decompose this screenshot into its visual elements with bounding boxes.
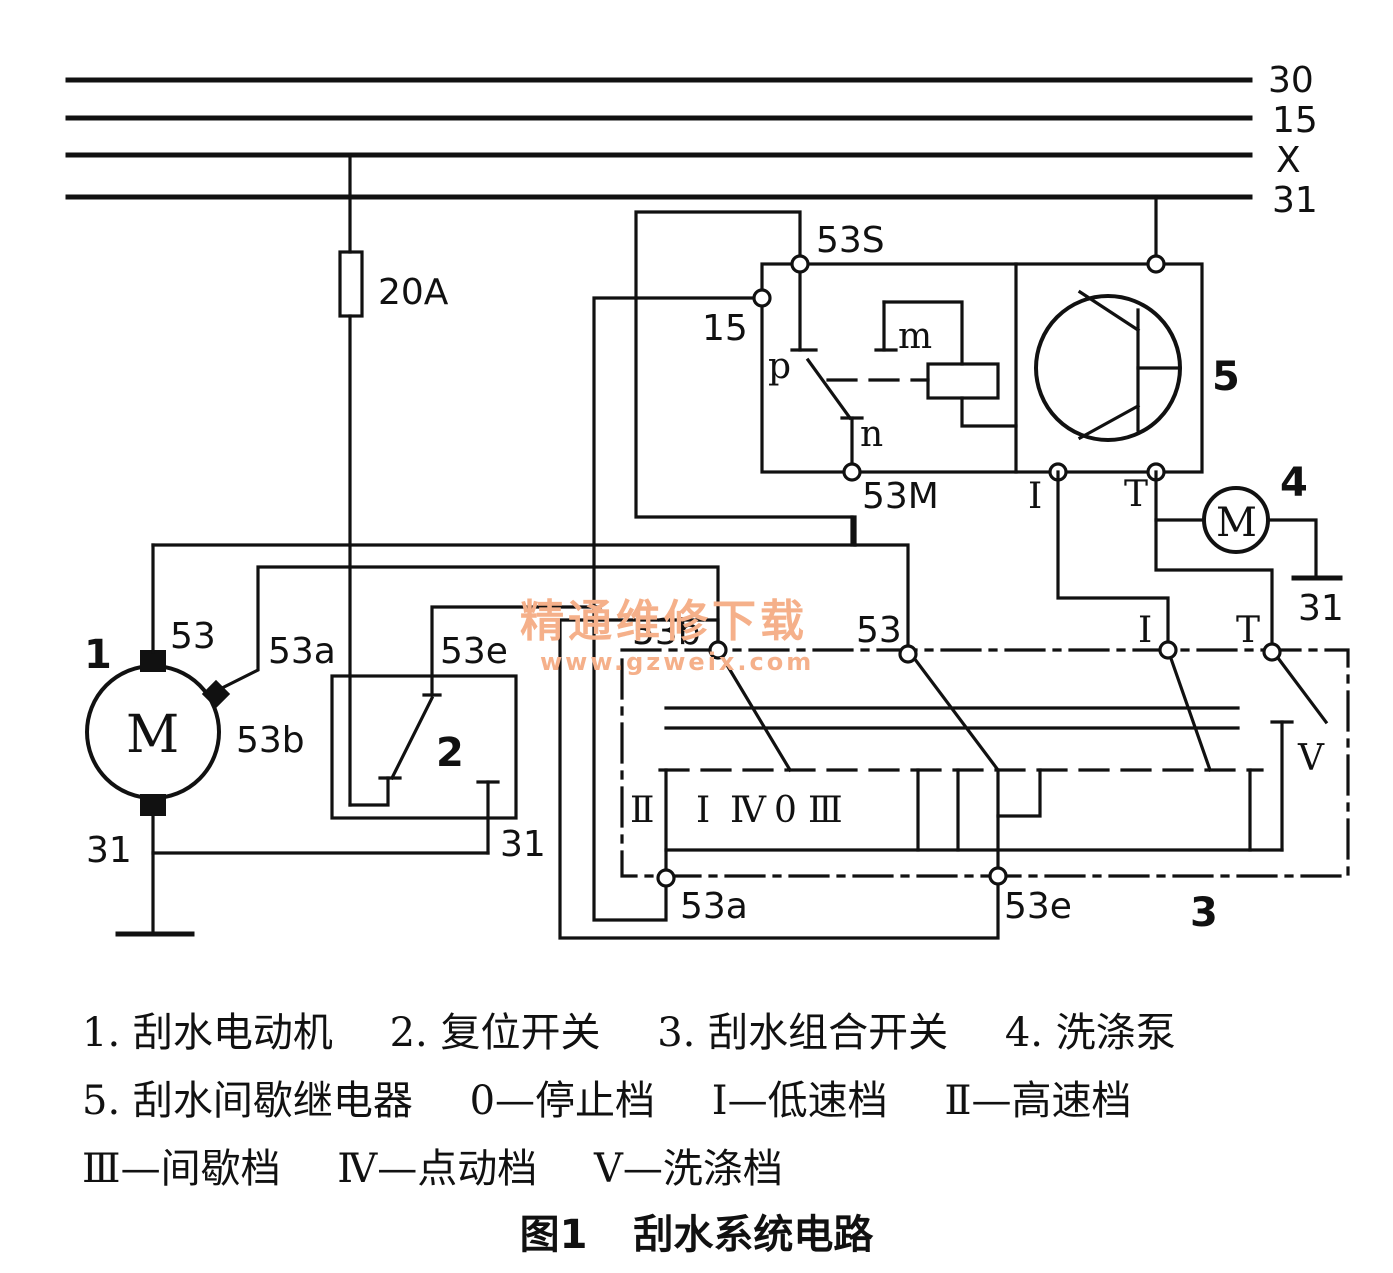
figure-title: 刮水系统电路 [633,1212,874,1258]
wiper-motor [85,543,857,937]
relay-to-switch-wiring [850,470,1170,652]
legend-item: Ⅴ—洗涤档 [593,1146,783,1192]
bus-label-15: 15 [1272,100,1318,141]
node-53 [898,644,918,664]
legend-item: 4. 洗涤泵 [1004,1010,1176,1056]
combo-switch [558,618,1350,940]
switch-position-0: 0 [774,790,797,831]
motor-terminal-53b: 53b [236,720,305,761]
legend-item: 5. 刮水间歇继电器 [82,1078,413,1124]
legend-item: Ⅲ—间歇档 [82,1146,281,1192]
switch-terminal-53a: 53a [680,886,748,927]
node-53e [988,866,1008,886]
figure-caption: 图1 刮水系统电路 [0,1202,1393,1260]
reset-switch [330,605,602,855]
relay-terminal-t: T [1124,474,1148,515]
legend-item: 1. 刮水电动机 [82,1010,333,1056]
intermittent-relay [592,195,1204,922]
bus-label-30: 30 [1268,60,1314,101]
wiper-circuit-diagram: 30 15 X 31 20A M 1 53 53a 53b 31 53e 31 [65,60,1350,940]
legend-item: 2. 复位开关 [389,1010,601,1056]
node-15 [752,288,772,308]
legend-line-3: Ⅲ—间歇档 Ⅳ—点动档 Ⅴ—洗涤档 [82,1136,827,1194]
node-switch-i [1158,640,1178,660]
label-component-2: 2 [436,730,464,776]
label-component-5: 5 [1212,354,1240,400]
legend-item: Ⅱ—高速档 [944,1078,1132,1124]
switch-terminal-t: T [1236,610,1260,651]
label-component-3: 3 [1190,890,1218,936]
switch-terminal-i: I [1138,610,1152,651]
legend-item: Ⅰ—低速档 [711,1078,888,1124]
legend-line-1: 1. 刮水电动机 2. 复位开关 3. 刮水组合开关 4. 洗涤泵 [82,1000,1220,1058]
node-31 [1146,254,1166,274]
switch-position-iii: Ⅲ [808,790,843,831]
fuse [338,153,364,807]
switch-position-ii: Ⅱ [630,790,654,831]
legend-item: Ⅳ—点动档 [337,1146,538,1192]
fuse-label: 20A [378,272,449,313]
switch-terminal-53: 53 [856,610,902,651]
reset-terminal-53e: 53e [440,631,508,672]
switch-terminal-53b: 53b [632,612,701,653]
switch-position-v: V [1297,738,1325,779]
node-53a [656,868,676,888]
watermark-url: www.gzweix.com [540,648,814,676]
relay-contact-p: p [768,346,791,387]
washer-pump [1154,470,1343,652]
node-switch-t [1262,642,1282,662]
switch-position-iv: Ⅳ [730,790,767,831]
node-53s [790,254,810,274]
relay-terminal-53m: 53M [862,476,939,517]
node-53b [708,640,728,660]
relay-terminal-53s: 53S [816,220,885,261]
reset-terminal-31: 31 [500,824,546,865]
label-component-1: 1 [84,632,112,678]
relay-terminal-15: 15 [702,308,748,349]
legend-line-2: 5. 刮水间歇继电器 0—停止档 Ⅰ—低速档 Ⅱ—高速档 [82,1068,1176,1126]
legend-item: 0—停止档 [469,1078,656,1124]
figure-number: 图1 [519,1212,588,1258]
label-component-4: 4 [1280,460,1308,506]
pump-ground-31: 31 [1298,588,1344,629]
motor-terminal-53: 53 [170,616,216,657]
legend-item: 3. 刮水组合开关 [657,1010,949,1056]
motor-terminal-53a: 53a [268,631,336,672]
bus-label-x: X [1276,140,1301,181]
node-53m [842,462,862,482]
pump-symbol: M [1216,500,1257,546]
relay-contact-m: m [898,316,932,357]
relay-terminal-i: I [1028,476,1042,517]
switch-terminal-53e: 53e [1004,886,1072,927]
motor-terminal-31: 31 [86,830,132,871]
bus-label-31: 31 [1272,180,1318,221]
power-bus-lines [65,77,1253,200]
motor-symbol: M [126,705,179,765]
switch-position-i: Ⅰ [696,790,710,831]
relay-contact-n: n [860,414,883,455]
watermark-title: 精通维修下载 [520,596,808,647]
